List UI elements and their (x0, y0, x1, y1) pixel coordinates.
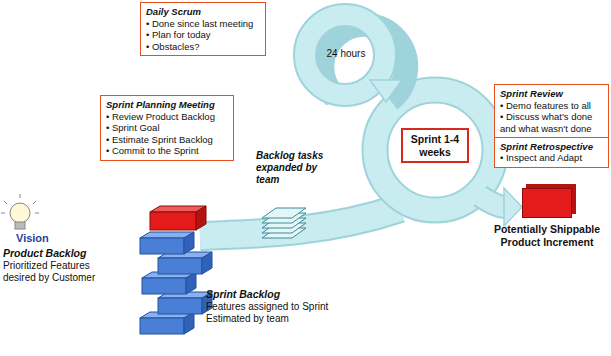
backlog-task-sheets (262, 208, 306, 238)
node-title: Daily Scrum (146, 6, 260, 18)
bullet-text: • Done since last meeting (146, 18, 260, 30)
duration-label: 24 hours (323, 48, 369, 60)
increment-node: Potentially Shippable Product Increment (486, 184, 608, 248)
retrospective-box: Sprint Retrospective• Inspect and Adapt (494, 137, 609, 168)
vision-bulb (1, 194, 39, 229)
bullet-text: • Estimate Sprint Backlog (106, 134, 228, 146)
node-title: Sprint Planning Meeting (106, 99, 228, 111)
daily-scrum-box: Daily Scrum• Done since last meeting• Pl… (140, 2, 266, 56)
product-backlog-stack (140, 206, 212, 334)
backlog-title: Product Backlog (3, 247, 123, 260)
node-title: Sprint Retrospective (500, 141, 603, 153)
sprint-backlog-note: Features assigned to Sprint Estimated by… (206, 301, 356, 325)
bullet-text: • Review Product Backlog (106, 111, 228, 123)
bullet-text: • Commit to the Sprint (106, 145, 228, 157)
bullet-text: • Plan for today (146, 29, 260, 41)
bullet-text: • Discuss what's done and what wasn't do… (500, 111, 603, 134)
node-title: Sprint Review (500, 88, 603, 100)
review-box: Sprint Review• Demo features to all• Dis… (494, 84, 609, 138)
loop-arrowhead (370, 80, 402, 102)
node-title: Potentially Shippable Product Increment (486, 223, 608, 248)
exit-arrowhead (504, 188, 522, 226)
increment-block (522, 188, 572, 218)
backlog-note: Prioritized Features desired by Customer (3, 260, 121, 284)
bullet-text: • Demo features to all (500, 100, 603, 112)
planning-box: Sprint Planning Meeting• Review Product … (100, 95, 234, 161)
bullet-text: • Obstacles? (146, 41, 260, 53)
task-label: Backlog tasks expanded by team (256, 150, 340, 186)
sprint-backlog-title: Sprint Backlog (206, 288, 356, 301)
vision-label: Vision (16, 232, 76, 245)
node-title: Sprint 1-4 weeks (407, 133, 463, 158)
bullet-text: • Sprint Goal (106, 122, 228, 134)
bullet-text: • Inspect and Adapt (500, 152, 603, 164)
sprint-box: Sprint 1-4 weeks (401, 128, 469, 163)
